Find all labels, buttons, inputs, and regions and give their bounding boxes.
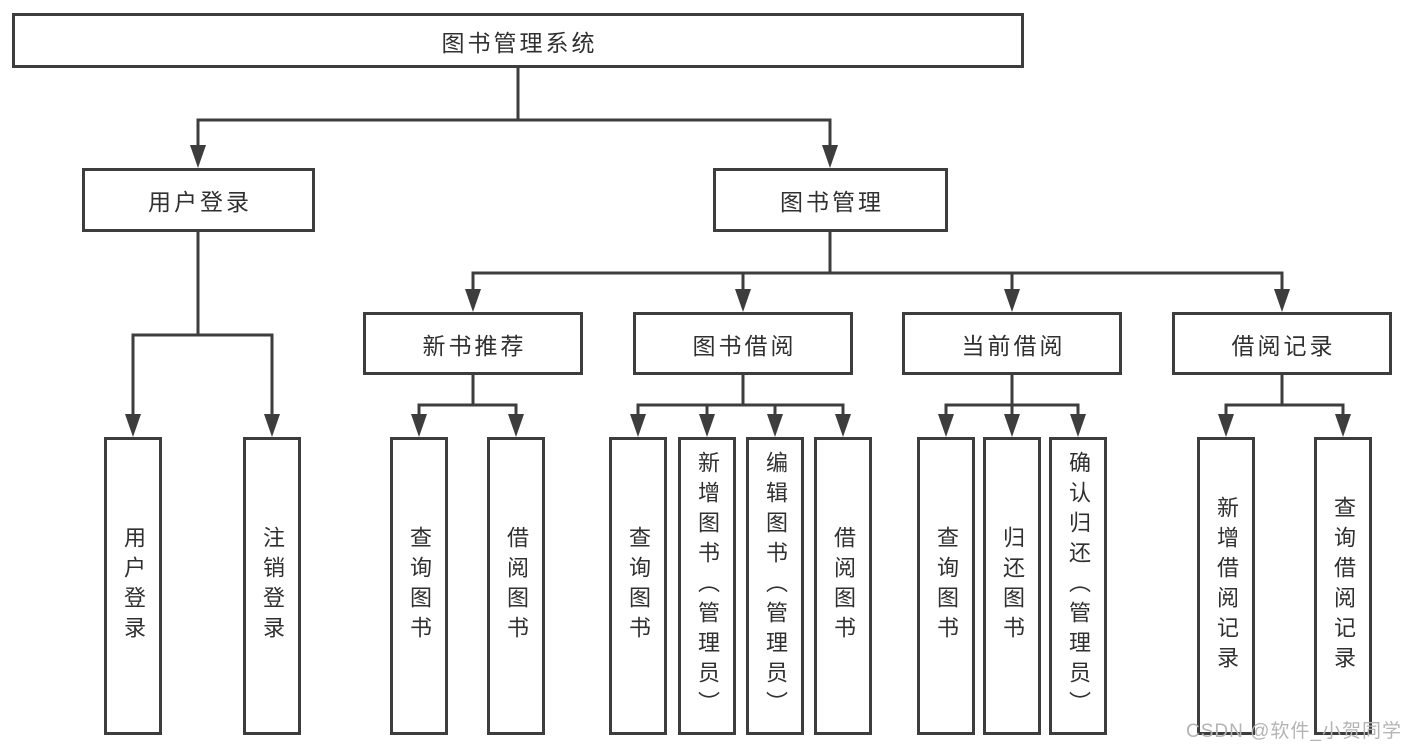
node-borrow-records: 借阅记录 [1172,312,1392,375]
csdn-watermark: CSDN @软件_小贺同学 [1186,721,1402,742]
leaf-logout: 注销登录 [243,437,301,735]
node-label: 用户登录 [148,189,252,215]
node-label: 借阅记录 [1231,332,1336,359]
node-library-management-system: 图书管理系统 [12,13,1024,68]
node-label: 图书管理 [780,189,884,215]
node-label: 借阅图书 [831,526,856,646]
leaf-confirm-return-admin: 确认归还（管理员） [1049,437,1107,735]
node-label: 图书借阅 [692,332,797,359]
node-label: 查询图书 [626,526,651,646]
node-current-borrow: 当前借阅 [902,312,1122,375]
node-label: 当前借阅 [961,332,1066,359]
node-label: 查询图书 [934,526,959,646]
leaf-query-books-recommend: 查询图书 [390,437,448,735]
node-label: 借阅图书 [504,526,529,646]
node-label: 归还图书 [1000,526,1025,646]
node-label: 编辑图书（管理员） [763,451,788,721]
node-label: 查询图书 [407,526,432,646]
leaf-user-login: 用户登录 [104,437,162,735]
node-book-management: 图书管理 [713,168,948,232]
node-label: 新书推荐 [422,332,527,359]
leaf-add-borrow-record: 新增借阅记录 [1197,437,1255,735]
leaf-borrow-books-recommend: 借阅图书 [487,437,545,735]
node-label: 用户登录 [121,526,146,646]
leaf-query-borrow-record: 查询借阅记录 [1314,437,1372,735]
leaf-edit-books-admin: 编辑图书（管理员） [746,437,804,735]
leaf-add-books-admin: 新增图书（管理员） [678,437,736,735]
node-label: 确认归还（管理员） [1066,451,1091,721]
node-label: 查询借阅记录 [1331,496,1356,676]
leaf-return-books: 归还图书 [983,437,1041,735]
leaf-query-books-current: 查询图书 [917,437,975,735]
node-book-borrow: 图书借阅 [633,312,853,375]
node-label: 注销登录 [260,526,285,646]
node-label: 图书管理系统 [441,29,598,56]
node-label: 新增借阅记录 [1214,496,1239,676]
node-user-login: 用户登录 [82,168,315,232]
node-new-book-recommend: 新书推荐 [363,312,583,375]
leaf-query-books-borrow: 查询图书 [609,437,667,735]
arrowheads [125,145,1351,437]
leaf-borrow-books: 借阅图书 [814,437,872,735]
node-label: 新增图书（管理员） [695,451,720,721]
